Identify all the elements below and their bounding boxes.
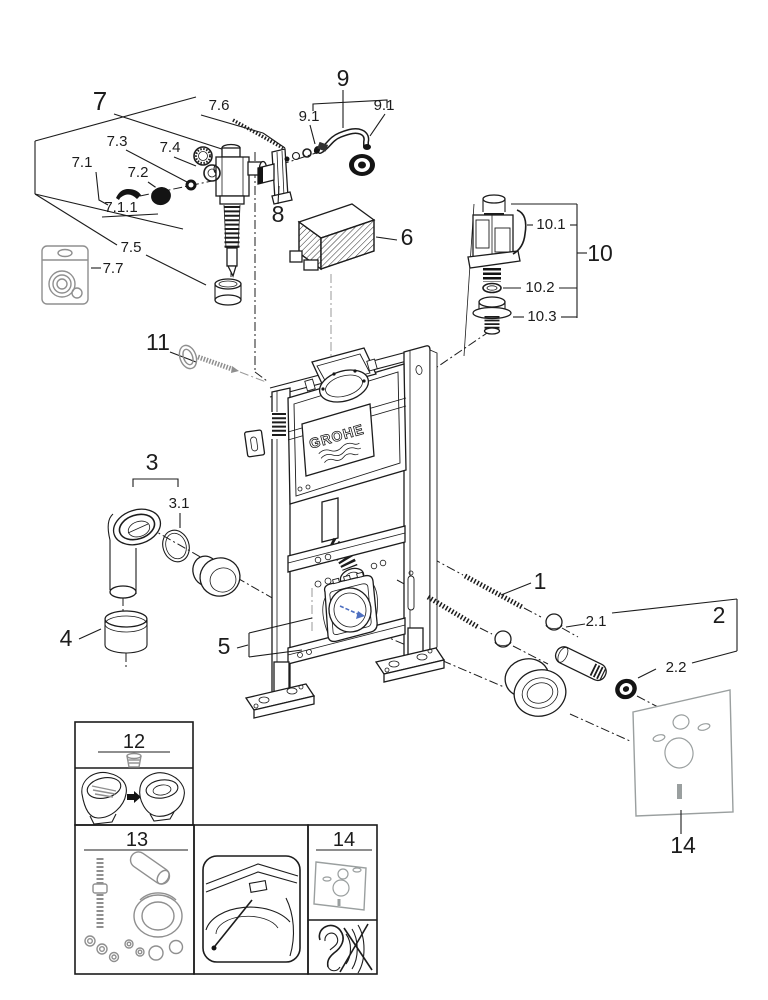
fill-valve-group: 7 7.6 7.3 7.4 7.1 7.2 7.1.1 7.5 7.7: [34, 86, 286, 306]
flex-hose-group: 9 9.1 9.1: [284, 65, 395, 176]
valve-wire: [512, 209, 527, 255]
callout-7-1: 7.1: [72, 154, 93, 171]
inlet-clip: [116, 189, 141, 200]
installation-frame: GROHE: [244, 345, 446, 719]
wc-outlet-frame: [314, 571, 378, 643]
fixing-rods-group: 1 2.1 2 2.2: [426, 568, 738, 717]
protective-cover: 6: [289, 203, 414, 271]
ear-icon: [318, 923, 373, 974]
callout-9-1-right: 9.1: [374, 97, 395, 114]
toilet-conversion-icon: [81, 771, 185, 825]
fixing-set-icon: [84, 851, 184, 963]
callout-11: 11: [146, 329, 170, 355]
callout-9-1-left: 9.1: [299, 108, 320, 125]
callout-10-3: 10.3: [527, 308, 556, 325]
threaded-rod-7-6: [232, 118, 284, 150]
seal-2-2: [615, 678, 637, 700]
left-foot: [244, 661, 316, 719]
cap-7-2: [151, 186, 171, 206]
callout-9: 9: [337, 65, 350, 91]
callout-4: 4: [60, 625, 73, 651]
callout-12: 12: [123, 731, 145, 753]
rail-lever: [407, 575, 415, 611]
callout-7-1-1: 7.1.1: [104, 199, 137, 216]
bracket-8: 8: [257, 148, 293, 227]
sound-insulation-mat: 14: [632, 689, 734, 858]
callout-7-5: 7.5: [121, 239, 142, 256]
screw-11: 11: [146, 329, 239, 373]
callout-14-mat: 14: [670, 832, 696, 858]
callout-7-6: 7.6: [209, 97, 230, 114]
right-foot: [374, 627, 446, 683]
box-12: 12: [81, 731, 185, 825]
fill-valve: [203, 143, 268, 278]
callout-1: 1: [534, 568, 547, 594]
callout-10: 10: [587, 240, 613, 266]
callout-7-4: 7.4: [160, 139, 181, 156]
callout-7-7: 7.7: [103, 260, 124, 277]
mid-crossbar: [287, 525, 406, 573]
callout-7-2: 7.2: [128, 164, 149, 181]
box-14: 14: [313, 829, 373, 974]
outlet-socket: [504, 658, 567, 717]
wall-bracket: [244, 429, 266, 458]
dome-cap: [494, 630, 512, 648]
frame-right-rail: [403, 345, 431, 660]
sleeve-pipe: [554, 646, 607, 682]
callout-14-box: 14: [333, 829, 355, 851]
outlet-bend-group: 3 3.1: [107, 449, 241, 599]
cup-7-5: [214, 278, 242, 306]
box-13: 13: [84, 829, 188, 963]
callout-2-1: 2.1: [586, 613, 607, 630]
seal-3-1: [162, 529, 190, 563]
spare-parts-bag: [41, 245, 89, 305]
callout-7-3: 7.3: [107, 133, 128, 150]
callout-10-2: 10.2: [525, 279, 554, 296]
callout-13: 13: [126, 829, 148, 851]
accessory-boxes: 12: [74, 721, 378, 975]
grohe-logo-plate: GROHE: [301, 403, 375, 477]
extension-cap-4: 4: [60, 610, 148, 654]
callout-7: 7: [93, 86, 107, 116]
callout-10-1: 10.1: [536, 216, 565, 233]
callout-6: 6: [401, 224, 414, 250]
callout-2: 2: [713, 602, 726, 628]
callout-8: 8: [272, 201, 285, 227]
callout-2-2: 2.2: [666, 659, 687, 676]
cup-icon: [126, 752, 142, 768]
box-install-hint: [202, 855, 301, 963]
flush-valve-group: 10.1 10 10.2 10.3: [467, 194, 613, 335]
callout-5-group: 5: [218, 617, 313, 659]
blue-direction-arrow: [339, 605, 359, 615]
mini-mat-icon: [313, 861, 367, 911]
callout-3-1: 3.1: [169, 495, 190, 512]
dome-cap: [545, 613, 563, 631]
flush-pipe: [321, 497, 339, 543]
callout-3: 3: [146, 449, 159, 475]
callout-5: 5: [218, 633, 231, 659]
